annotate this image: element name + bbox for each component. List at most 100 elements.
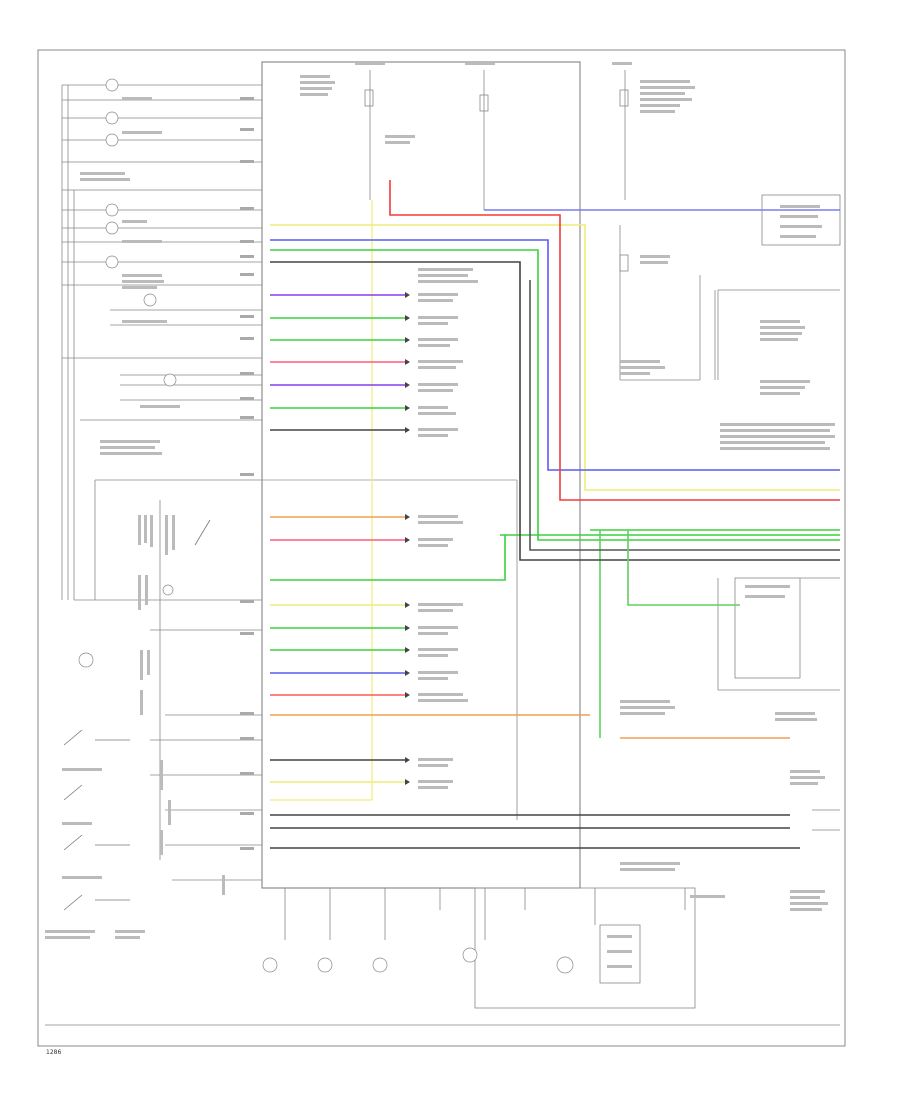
diagram-element bbox=[418, 603, 463, 606]
diagram-element bbox=[194, 519, 211, 546]
wire-blue bbox=[270, 239, 840, 471]
diagram-element bbox=[63, 894, 83, 911]
diagram-element bbox=[240, 397, 254, 400]
wire-yellow bbox=[270, 224, 840, 491]
diagram-element bbox=[405, 602, 410, 608]
diagram-element bbox=[612, 62, 632, 65]
diagram-element bbox=[115, 936, 140, 939]
instrument-cluster-outline bbox=[261, 61, 581, 889]
wire-green-3 bbox=[270, 535, 506, 581]
diagram-element bbox=[418, 758, 453, 761]
diagram-element bbox=[122, 131, 162, 134]
lamp-icon bbox=[556, 956, 574, 974]
lamp-icon bbox=[105, 78, 119, 92]
bottom-bulbs bbox=[262, 947, 574, 974]
diagram-element bbox=[300, 87, 332, 90]
diagram-element bbox=[418, 366, 456, 369]
diagram-element bbox=[418, 412, 456, 415]
diagram-element bbox=[418, 293, 458, 296]
bottom-wires bbox=[45, 888, 840, 1026]
diagram-element bbox=[140, 690, 143, 715]
diagram-element bbox=[418, 632, 448, 635]
diagram-element bbox=[620, 372, 650, 375]
diagram-element bbox=[620, 868, 675, 871]
diagram-element bbox=[418, 344, 450, 347]
lamp-icon bbox=[105, 203, 119, 217]
diagram-element bbox=[418, 268, 473, 271]
diagram-element bbox=[405, 647, 410, 653]
diagram-element bbox=[418, 699, 468, 702]
diagram-element bbox=[122, 286, 157, 289]
diagram-element bbox=[640, 255, 670, 258]
diagram-element bbox=[620, 862, 680, 865]
colored-wires bbox=[270, 180, 840, 849]
diagram-element bbox=[780, 205, 820, 208]
diagram-element bbox=[640, 261, 668, 264]
diagram-element bbox=[240, 160, 254, 163]
diagram-element bbox=[355, 62, 385, 65]
diagram-element bbox=[418, 693, 463, 696]
lamp-icon bbox=[143, 293, 157, 307]
diagram-element bbox=[760, 320, 800, 323]
cluster-dest-labels bbox=[418, 268, 478, 789]
cluster-arrowheads bbox=[405, 292, 410, 785]
diagram-element bbox=[140, 405, 180, 408]
diagram-element bbox=[138, 575, 141, 610]
diagram-element bbox=[45, 936, 90, 939]
diagram-element bbox=[418, 677, 448, 680]
diagram-element bbox=[479, 94, 489, 112]
diagram-element bbox=[240, 128, 254, 131]
diagram-element bbox=[62, 876, 102, 879]
lamp-icon bbox=[262, 957, 278, 973]
diagram-element bbox=[760, 326, 805, 329]
diagram-element bbox=[760, 392, 800, 395]
diagram-element bbox=[240, 712, 254, 715]
diagram-element bbox=[122, 97, 152, 100]
diagram-element bbox=[122, 240, 162, 243]
diagram-element bbox=[240, 632, 254, 635]
diagram-element bbox=[240, 812, 254, 815]
wire-green bbox=[270, 249, 840, 541]
diagram-element bbox=[790, 908, 822, 911]
diagram-element bbox=[418, 274, 468, 277]
diagram-element bbox=[418, 521, 463, 524]
diagram-element bbox=[418, 515, 458, 518]
diagram-element bbox=[240, 255, 254, 258]
diagram-element bbox=[405, 382, 410, 388]
lamp-icon bbox=[163, 373, 177, 387]
diagram-element bbox=[140, 650, 143, 680]
diagram-element bbox=[465, 62, 495, 65]
diagram-element bbox=[240, 737, 254, 740]
diagram-element bbox=[418, 299, 453, 302]
diagram-element bbox=[160, 830, 163, 855]
diagram-element bbox=[745, 585, 790, 588]
diagram-element bbox=[790, 902, 828, 905]
diagram-element bbox=[405, 670, 410, 676]
diagram-element bbox=[761, 194, 841, 246]
diagram-element bbox=[145, 575, 148, 605]
diagram-element bbox=[790, 890, 825, 893]
diagram-element bbox=[122, 274, 162, 277]
diagram-element bbox=[599, 924, 641, 984]
diagram-border bbox=[37, 49, 846, 1047]
diagram-element bbox=[640, 92, 685, 95]
diagram-element bbox=[760, 332, 802, 335]
diagram-element bbox=[405, 757, 410, 763]
diagram-element bbox=[418, 654, 448, 657]
diagram-element bbox=[405, 359, 410, 365]
diagram-element bbox=[418, 764, 448, 767]
diagram-element bbox=[620, 706, 675, 709]
diagram-element bbox=[160, 760, 163, 790]
diagram-element bbox=[115, 930, 145, 933]
diagram-element bbox=[418, 428, 458, 431]
diagram-element bbox=[790, 770, 820, 773]
diagram-element bbox=[418, 786, 448, 789]
diagram-element bbox=[222, 875, 225, 895]
diagram-element bbox=[172, 515, 175, 550]
diagram-element bbox=[240, 600, 254, 603]
lamp-icon bbox=[317, 957, 333, 973]
diagram-element bbox=[418, 316, 458, 319]
diagram-element bbox=[100, 440, 160, 443]
diagram-element bbox=[640, 86, 695, 89]
